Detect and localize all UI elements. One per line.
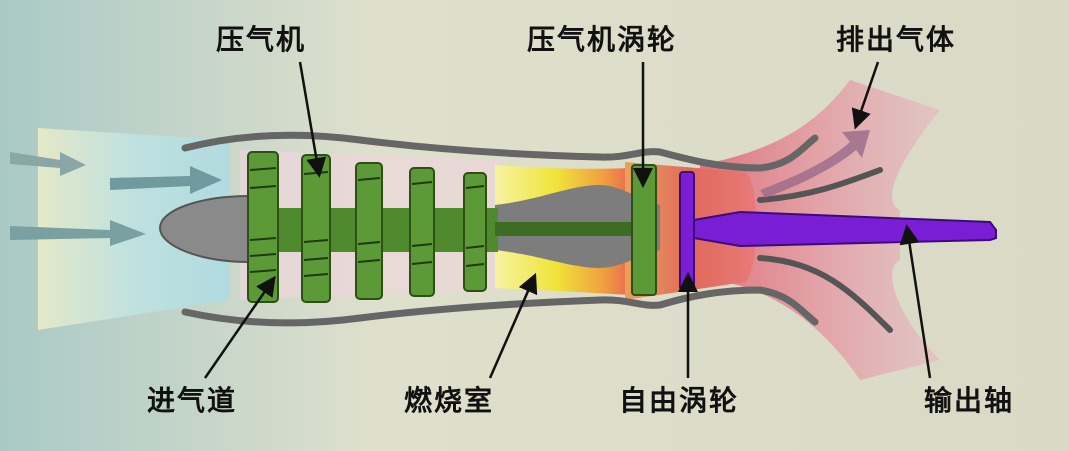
compressor-turbine-label: 压气机涡轮 [527, 23, 678, 56]
exhaust-arrow-icon [760, 130, 870, 198]
compressor-stage-3 [355, 162, 383, 300]
free-turbine-label: 自由涡轮 [619, 384, 740, 417]
output-shaft-label: 输出轴 [924, 384, 1015, 417]
lower-casing [181, 286, 819, 327]
compressor-label: 压气机 [216, 23, 307, 56]
output-shaft [693, 210, 997, 248]
exhaust-gas-label: 排出气体 [836, 23, 957, 56]
compressor-stage-1 [247, 151, 279, 303]
compressor-stage-4 [409, 167, 435, 297]
combustor-label: 燃烧室 [404, 384, 495, 417]
exhaust-inner-upper [757, 167, 883, 203]
compressor-stage-5 [463, 172, 487, 292]
airflow-arrow-icon [10, 152, 222, 246]
nose-cone [158, 194, 251, 264]
leader-lines [203, 61, 932, 379]
exhaust-inner-lower [757, 255, 893, 333]
compressor-shaft [495, 222, 640, 236]
free-turbine-disc [679, 171, 695, 291]
compressor-turbine-disc [631, 164, 657, 296]
inlet-label: 进气道 [147, 384, 238, 417]
compressor-stage-2 [301, 154, 331, 303]
